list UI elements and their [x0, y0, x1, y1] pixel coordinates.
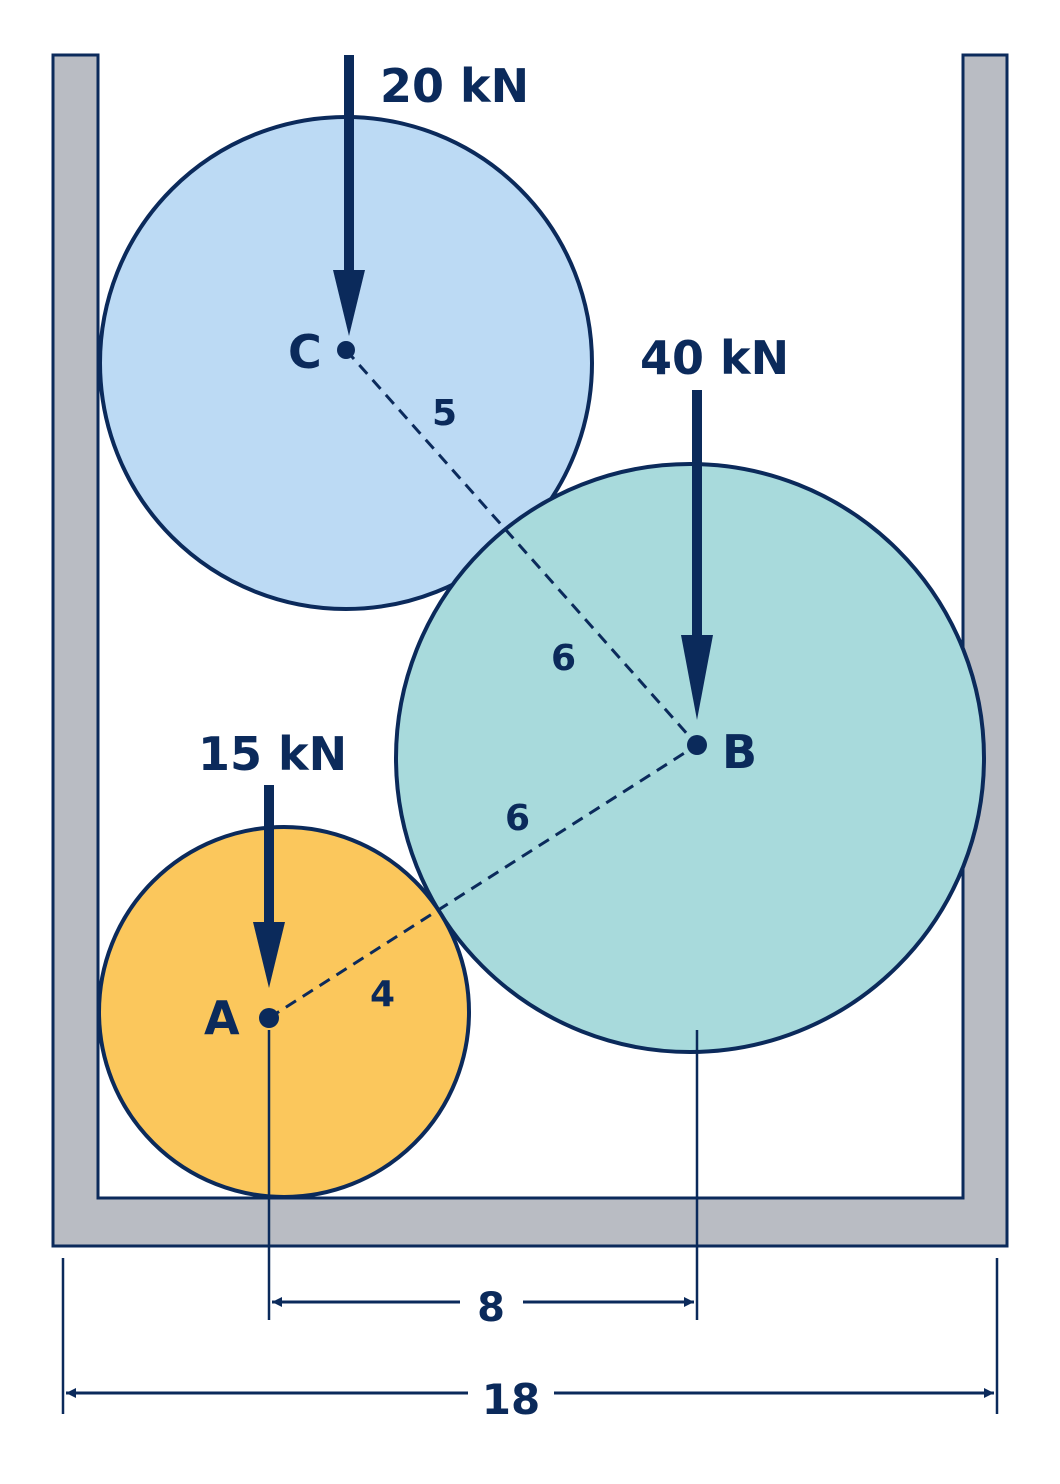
point-label-c: C — [288, 325, 322, 379]
dimension-label-8: 8 — [477, 1285, 505, 1331]
line-a-b — [268, 743, 698, 1020]
force-label-a: 15 kN — [198, 727, 347, 781]
container — [51, 53, 1009, 1248]
force-label-c: 20 kN — [380, 59, 529, 113]
ball-b — [394, 462, 986, 1054]
force-arrow-c — [333, 55, 365, 336]
distance-label-b-radius-upper: 6 — [551, 638, 576, 679]
distance-label-a-radius: 4 — [370, 974, 395, 1015]
force-label-b: 40 kN — [640, 331, 789, 385]
center-point-b — [687, 735, 707, 755]
center-point-c — [337, 341, 355, 359]
distance-label-b-radius-lower: 6 — [505, 798, 530, 839]
force-arrow-b — [681, 390, 713, 720]
dimension-label-18: 18 — [482, 1375, 540, 1424]
ball-a — [97, 825, 471, 1199]
distance-label-c-radius: 5 — [432, 393, 457, 434]
point-label-a: A — [204, 991, 240, 1045]
force-arrow-a — [253, 785, 285, 988]
point-label-b: B — [722, 725, 757, 779]
center-point-a — [259, 1008, 279, 1028]
line-c-b — [344, 349, 699, 746]
